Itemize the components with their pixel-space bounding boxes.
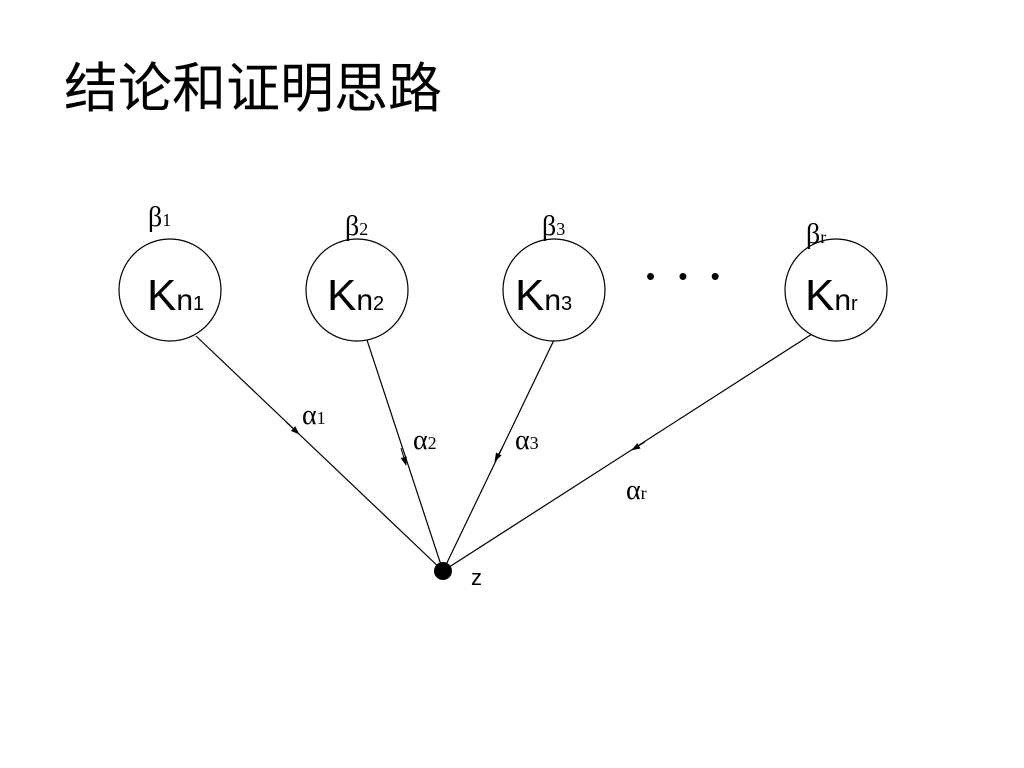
edge-2-line xyxy=(366,339,444,572)
edge-r-line xyxy=(442,333,813,572)
center-label: z xyxy=(471,565,482,590)
ellipsis: • • • xyxy=(646,261,728,291)
node-1-label: Kn1 xyxy=(147,271,204,320)
edge-2-arrow xyxy=(400,447,407,466)
node-1-beta: β1 xyxy=(148,202,171,233)
edge-r-arrow xyxy=(631,441,646,451)
edge-3-line xyxy=(442,339,555,572)
edge-2-alpha: α2 xyxy=(413,425,437,456)
edge-3-alpha: α3 xyxy=(515,425,539,456)
node-r-circle xyxy=(784,238,888,342)
node-2-label: Kn2 xyxy=(327,271,384,320)
edge-1-alpha: α1 xyxy=(302,400,326,431)
edge-1-line xyxy=(195,335,444,572)
node-3-circle xyxy=(502,238,606,342)
node-r-beta: βr xyxy=(806,219,826,250)
node-r-label: Knr xyxy=(805,271,858,320)
node-2-circle xyxy=(305,238,409,342)
node-3-beta: β3 xyxy=(542,211,565,242)
edge-3-arrow xyxy=(494,445,504,462)
center-point xyxy=(434,562,452,580)
edge-1-arrow xyxy=(285,421,300,435)
node-3-label: Kn3 xyxy=(515,271,572,320)
node-2-beta: β2 xyxy=(345,211,368,242)
edge-r-alpha: αr xyxy=(626,475,647,506)
slide-title: 结论和证明思路 xyxy=(64,57,442,120)
node-1-circle xyxy=(118,238,222,342)
